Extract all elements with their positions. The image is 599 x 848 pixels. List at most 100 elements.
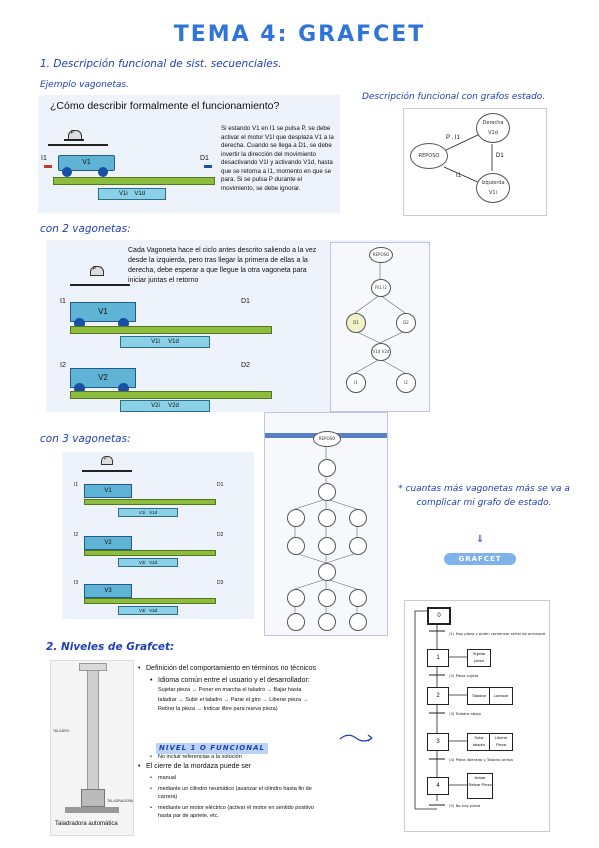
grafcet-badge: GRAFCET xyxy=(444,553,516,565)
graph-node xyxy=(318,613,336,631)
arrow-left-label: V2i xyxy=(151,403,160,409)
sensor-i1-label: I1 xyxy=(74,482,79,488)
bullet-title: Idioma común entre el usuario y el desar… xyxy=(158,677,310,684)
edge-label: D1 xyxy=(496,153,504,159)
cart-label: V2 xyxy=(104,540,112,546)
direction-arrow: V1i V1d xyxy=(118,508,178,517)
grafcet-step: 3 xyxy=(427,733,449,751)
grafcet-step: 0 xyxy=(427,607,451,625)
arrow-left-label: V1i xyxy=(151,339,160,345)
arrow-right-label: V1d xyxy=(134,191,146,197)
bullet-item: •Idioma común entre el usuario y el desa… xyxy=(150,677,310,712)
section1-heading: 1. Descripción funcional de sist. secuen… xyxy=(40,58,282,70)
rail xyxy=(53,177,215,185)
sensor-icon xyxy=(44,165,52,168)
pushbutton-icon: P xyxy=(86,266,106,282)
p-label: P xyxy=(71,130,75,136)
graph-node: D1 xyxy=(346,313,366,333)
grafcet-action: Subir taladro xyxy=(467,733,491,751)
wheel-icon xyxy=(74,318,85,329)
graph-node: P.I1 I2 xyxy=(371,279,391,297)
arrow-left-label: V3i xyxy=(138,608,146,613)
cart-label: V1 xyxy=(82,159,91,166)
arrow-left-label: V2i xyxy=(138,560,146,565)
button-base xyxy=(82,470,132,472)
grafcet-action: Liberar Pieza xyxy=(489,733,513,751)
bullet-text: mediante un motor eléctrico (activar el … xyxy=(158,805,314,819)
arrow-right-label: V1d xyxy=(149,510,158,515)
direction-arrow: V1i V1d xyxy=(98,188,166,200)
grafcet-step: 2 xyxy=(427,687,449,705)
down-arrow-icon: ⇓ xyxy=(476,534,485,545)
sensor-i2-label: I2 xyxy=(74,532,79,538)
arrow-right-label: V1d xyxy=(168,339,179,345)
graph-node: V1d V2d xyxy=(371,343,391,361)
two-cart-text: Cada Vagoneta hace el ciclo antes descri… xyxy=(128,247,317,284)
bullet-item: •mediante un motor eléctrico (activar el… xyxy=(150,805,314,819)
bullet-text: El cierre de la mordaza puede ser xyxy=(146,762,252,770)
level-badge: NIVEL 1 O FUNCIONAL xyxy=(156,743,268,754)
graph-node xyxy=(318,537,336,555)
grafcet-action: Lubricar xyxy=(489,687,513,705)
cart-v1: V1 xyxy=(84,484,132,498)
p-label: P xyxy=(93,266,97,272)
graph-node xyxy=(318,483,336,501)
three-cart-state-graph: REPOSO xyxy=(264,412,388,636)
drill-column xyxy=(87,669,99,791)
sensor-i1-label: I1 xyxy=(41,155,47,162)
sensor-i2-label: I2 xyxy=(60,362,66,369)
graph-node xyxy=(349,537,367,555)
button-base xyxy=(48,144,108,146)
bullet-item: •Definición del comportamiento en términ… xyxy=(138,665,317,672)
bullet-text: mediante un cilindro neumático (avanzar … xyxy=(158,786,312,800)
arrow-right-label: V2d xyxy=(149,560,158,565)
graph-node xyxy=(349,509,367,527)
cart-v1: V1 xyxy=(70,302,136,322)
graph-node xyxy=(349,613,367,631)
bullet-text: manual xyxy=(158,774,177,781)
drill-machine-image: TALADRO TALADRADORA Taladradora automáti… xyxy=(50,660,134,836)
levels-content: •Definición del comportamiento en términ… xyxy=(138,664,318,714)
bullet-item: •mediante un cilindro neumático (avanzar… xyxy=(150,786,312,800)
edge-label: P . I1 xyxy=(446,135,460,141)
connector-arrow-icon xyxy=(339,734,373,742)
sensor-d1-label: D1 xyxy=(217,482,224,488)
bullet-item: •El cierre de la mordaza puede ser xyxy=(138,762,252,770)
grafcet-action: Avisar Retirar Pieza xyxy=(467,773,493,799)
bullet-text: Definición del comportamiento en término… xyxy=(146,665,317,672)
drill-top xyxy=(79,663,107,671)
bullet-item: •No incluir referencias a la solución xyxy=(150,754,242,760)
arrow-right-label: V3d xyxy=(149,608,158,613)
cart-v2: V2 xyxy=(84,536,132,550)
graph-node xyxy=(349,589,367,607)
arrow-left-label: V1i xyxy=(118,191,128,197)
graph-edges xyxy=(294,445,358,613)
rail xyxy=(70,391,272,399)
note-text: * cuantas más vagonetas más se va a comp… xyxy=(398,484,570,508)
sensor-d1-label: D1 xyxy=(200,155,209,162)
transition-label: (2) Pieza sujeta xyxy=(449,673,479,678)
cart-v3: V3 xyxy=(84,584,132,598)
direction-arrow: V3i V3d xyxy=(118,606,178,615)
grafcet-step: 4 xyxy=(427,777,449,795)
direction-arrow: V1i V1d xyxy=(120,336,210,348)
grafcet-step: 1 xyxy=(427,649,449,667)
graph-node xyxy=(318,459,336,477)
bullet-text: Sujetar pieza → Poner en marcha el talad… xyxy=(158,687,309,712)
description-text: Si estando V1 en I1 se pulsa P, se debe … xyxy=(221,125,334,192)
cart-label: V1 xyxy=(98,307,108,316)
cart-label: V1 xyxy=(104,488,112,494)
direction-arrow: V2i V2d xyxy=(118,558,178,567)
slide-one-cart: ¿Cómo describir formalmente el funcionam… xyxy=(38,95,340,213)
graph-node xyxy=(318,563,336,581)
arrow-left-label: V1i xyxy=(138,510,146,515)
p-label: P xyxy=(104,456,107,461)
slide-three-carts: P I1 V1 D1 V1i V1d I2 V2 D2 V2i V2d I3 V… xyxy=(62,452,254,619)
wheel-icon xyxy=(98,167,108,177)
sensor-i1-label: I1 xyxy=(60,298,66,305)
transition-label: (5) No hay pieza xyxy=(449,803,481,808)
pushbutton-icon: P xyxy=(64,130,84,144)
cart-label: V3 xyxy=(104,588,112,594)
bullet-item: •manual xyxy=(150,774,177,781)
section2-heading: con 2 vagonetas: xyxy=(40,223,131,235)
